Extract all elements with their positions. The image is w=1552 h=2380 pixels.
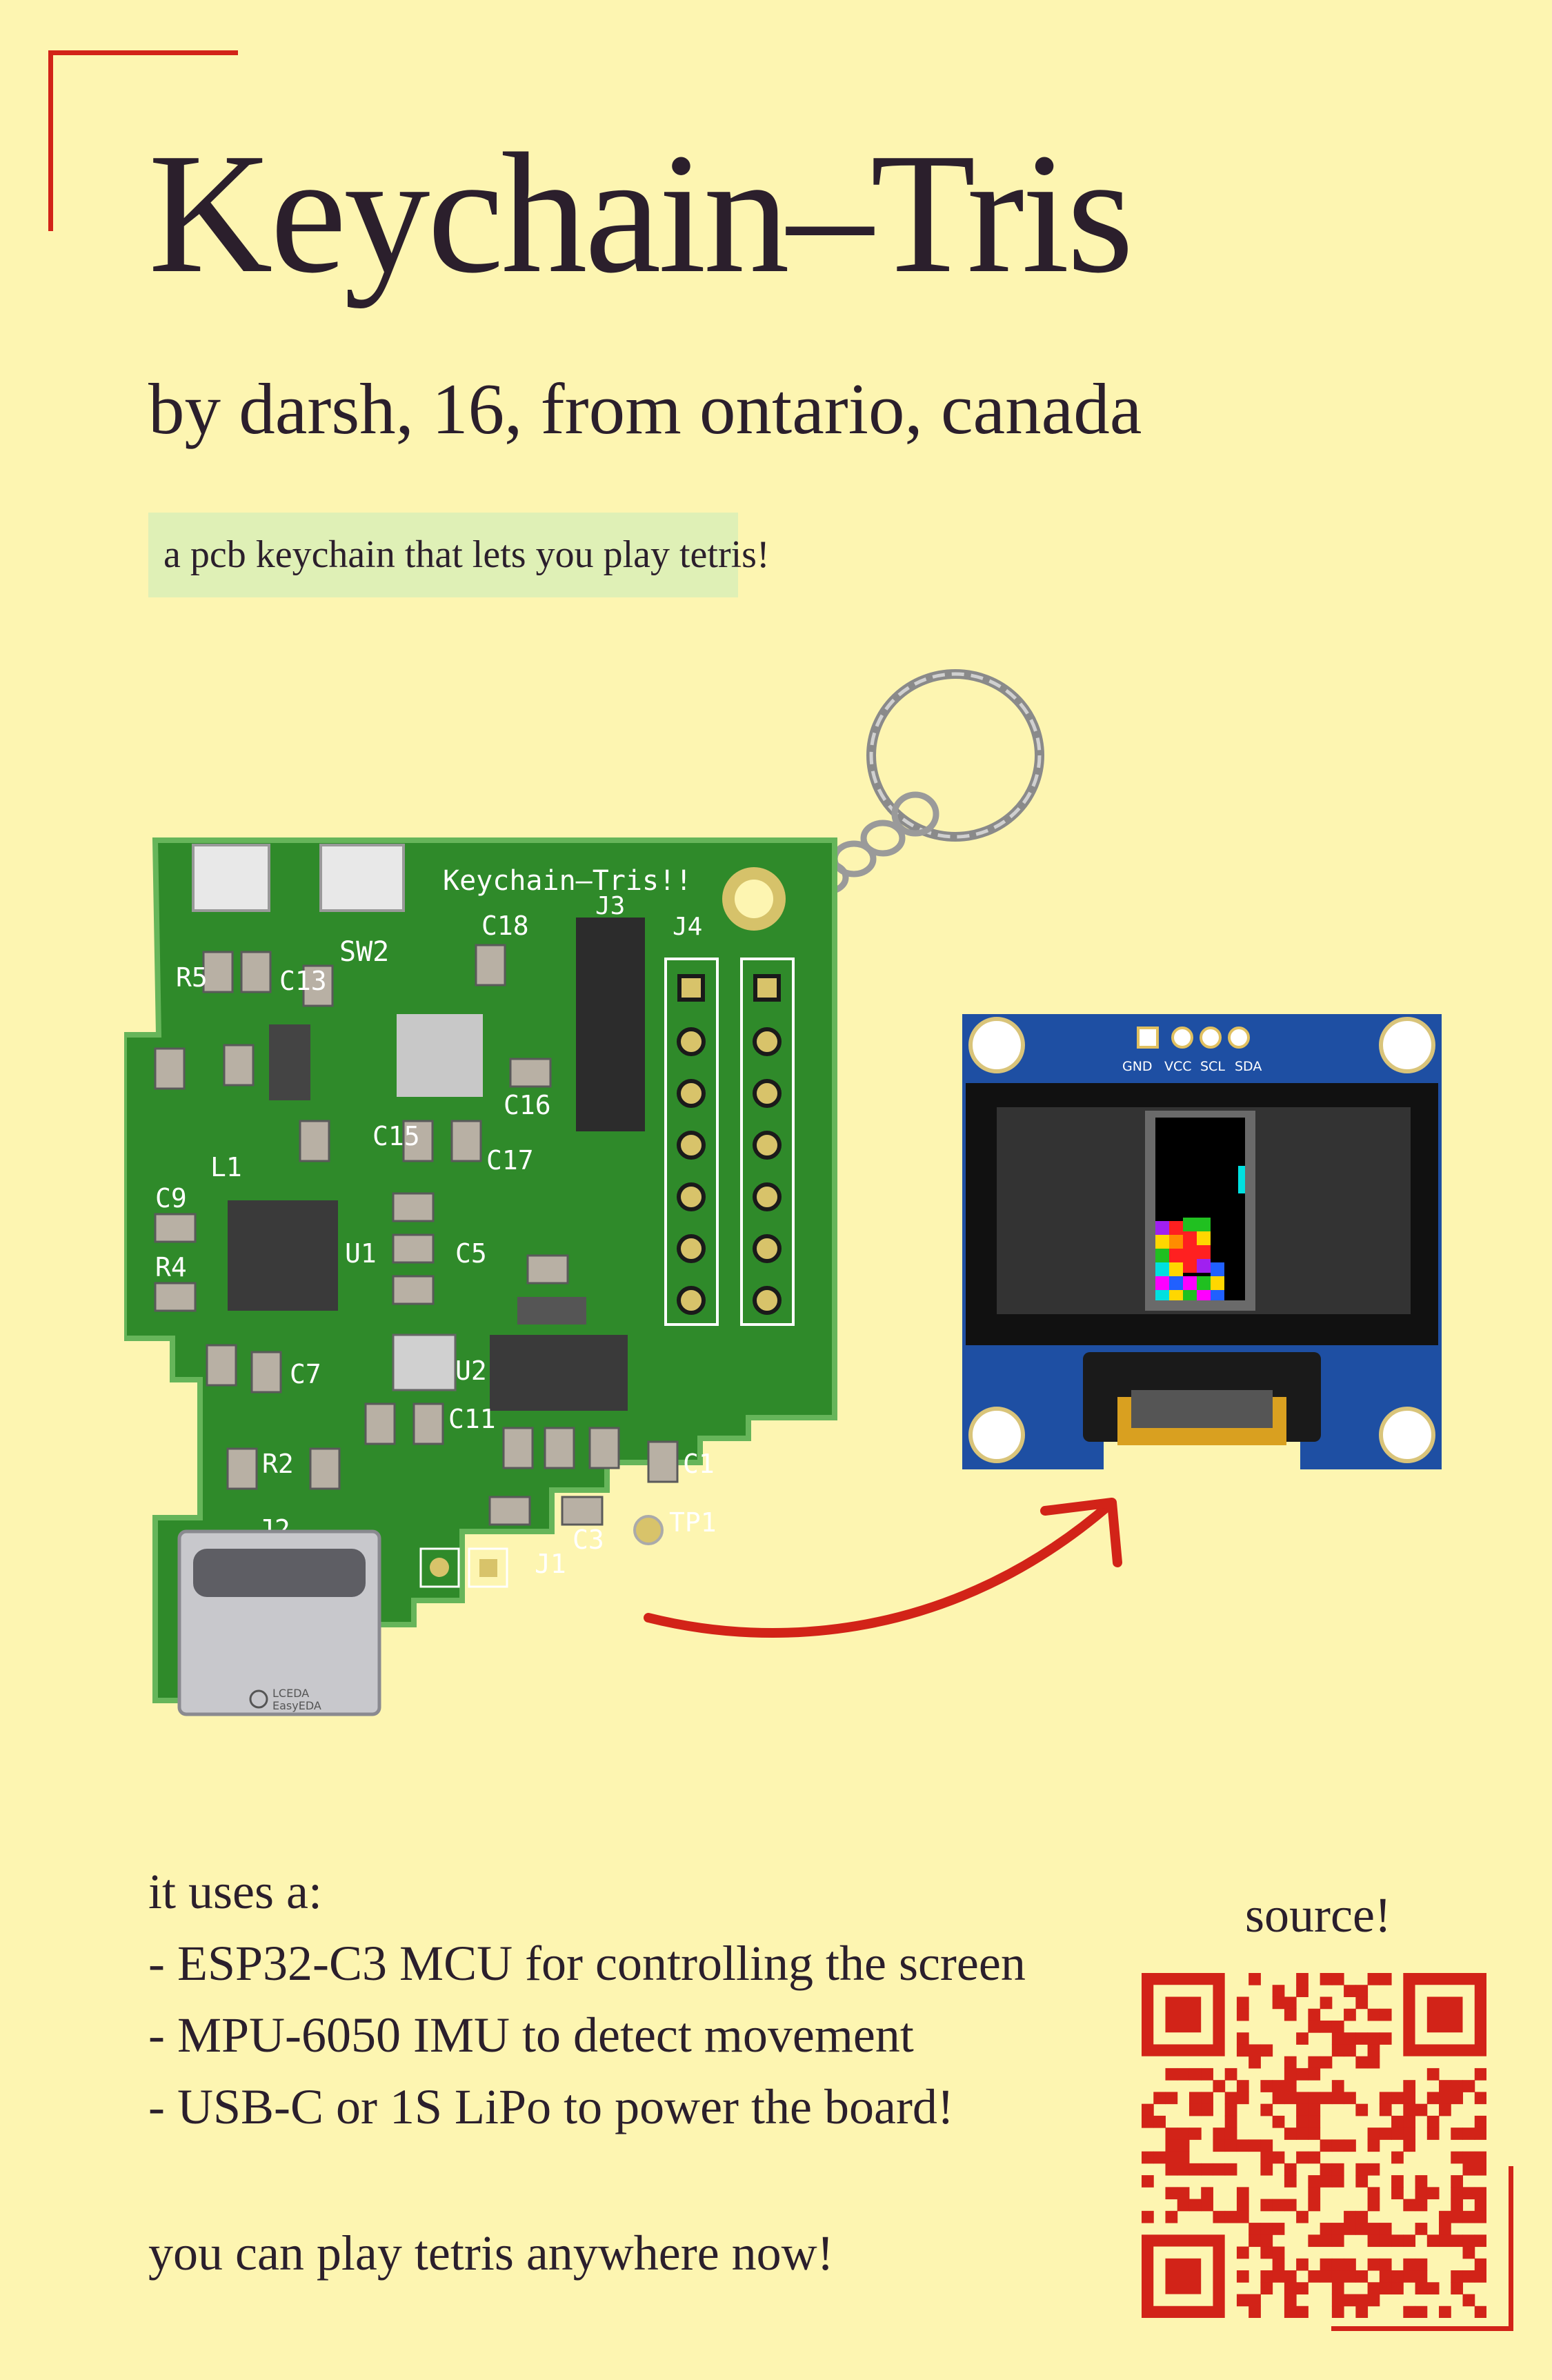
poster-title: Keychain–Tris xyxy=(148,118,1134,309)
pcb-label-c1: C1 xyxy=(683,1449,715,1479)
pin-label-vcc: VCC xyxy=(1164,1059,1192,1074)
uses-item: - USB-C or 1S LiPo to power the board! xyxy=(148,2079,954,2134)
pcb-label-c9: C9 xyxy=(155,1183,187,1213)
pcb-label-u1: U1 xyxy=(345,1238,377,1269)
header-j3 xyxy=(576,918,645,1131)
chip-u1 xyxy=(228,1200,338,1311)
pcb-label-c17: C17 xyxy=(486,1145,534,1176)
header-j4-right xyxy=(740,958,795,1326)
pcb-label-c15: C15 xyxy=(372,1121,420,1151)
cloud-icon xyxy=(249,1689,268,1709)
corner-accent-bottom-right xyxy=(1331,2326,1513,2331)
pcb-label-c18: C18 xyxy=(481,911,529,941)
pcb-illustration: Keychain–Tris!! SW2 J3 J4 xyxy=(121,669,1044,1716)
oled-display-image: GND VCC SCL SDA xyxy=(962,1014,1442,1469)
header-j4-left xyxy=(664,958,719,1326)
pcb-label-r4: R4 xyxy=(155,1252,187,1282)
chip-u2 xyxy=(490,1335,628,1411)
arrow-graphic xyxy=(635,1483,1131,1663)
pcb-keychain-image: Keychain–Tris!! SW2 J3 J4 xyxy=(121,662,1104,1752)
chip-imu xyxy=(397,1014,483,1097)
corner-accent-top-left-vertical xyxy=(48,50,53,231)
pcb-label-tp1: TP1 xyxy=(669,1507,717,1538)
qr-code-icon xyxy=(1142,1973,1487,2319)
pcb-label-u2: U2 xyxy=(455,1356,487,1386)
uses-item: - ESP32-C3 MCU for controlling the scree… xyxy=(148,1936,1026,1991)
poster-footer: you can play tetris anywhere now! xyxy=(148,2225,834,2281)
pcb-label-l1: L1 xyxy=(210,1152,242,1182)
usb-logo-text-1: LCEDA xyxy=(272,1687,309,1700)
curved-arrow-icon xyxy=(644,1498,1122,1638)
switch-sw2 xyxy=(319,844,405,912)
pcb-label-r2: R2 xyxy=(262,1449,294,1479)
pcb-label-c13: C13 xyxy=(279,966,327,996)
pcb-label-j1: J1 xyxy=(535,1549,566,1579)
pcb-silk-title: Keychain–Tris!! xyxy=(443,865,692,897)
corner-accent-bottom-right-vertical xyxy=(1509,2166,1513,2331)
uses-heading: it uses a: xyxy=(148,1864,322,1919)
pin-label-scl: SCL xyxy=(1200,1059,1225,1074)
pin-label-sda: SDA xyxy=(1235,1059,1262,1074)
uses-section: it uses a: - ESP32-C3 MCU for controllin… xyxy=(148,1856,1026,2143)
qr-code[interactable] xyxy=(1142,1973,1487,2319)
usb-logo-text-2: EasyEDA xyxy=(272,1699,321,1712)
pcb-label-c5: C5 xyxy=(455,1238,487,1269)
pcb-label-j3: J3 xyxy=(595,892,625,920)
pcb-label-j4: J4 xyxy=(673,913,702,941)
source-label: source! xyxy=(1245,1887,1391,1943)
pin-label-gnd: GND xyxy=(1122,1059,1153,1074)
pcb-label-c7: C7 xyxy=(290,1359,321,1389)
corner-accent-top-left xyxy=(48,50,238,55)
uses-item: - MPU-6050 IMU to detect movement xyxy=(148,2007,914,2063)
pcb-label-c3: C3 xyxy=(573,1525,604,1555)
poster-tagline: a pcb keychain that lets you play tetris… xyxy=(148,513,770,597)
switch-sw1 xyxy=(192,844,270,912)
pcb-label-r5: R5 xyxy=(176,962,208,993)
pcb-label-c11: C11 xyxy=(448,1404,496,1434)
tetris-stack xyxy=(1155,1218,1224,1300)
oled-illustration: GND VCC SCL SDA xyxy=(962,1014,1442,1469)
pcb-label-sw2: SW2 xyxy=(339,936,389,968)
poster-byline: by darsh, 16, from ontario, canada xyxy=(148,368,1142,449)
pcb-label-c16: C16 xyxy=(504,1090,551,1120)
